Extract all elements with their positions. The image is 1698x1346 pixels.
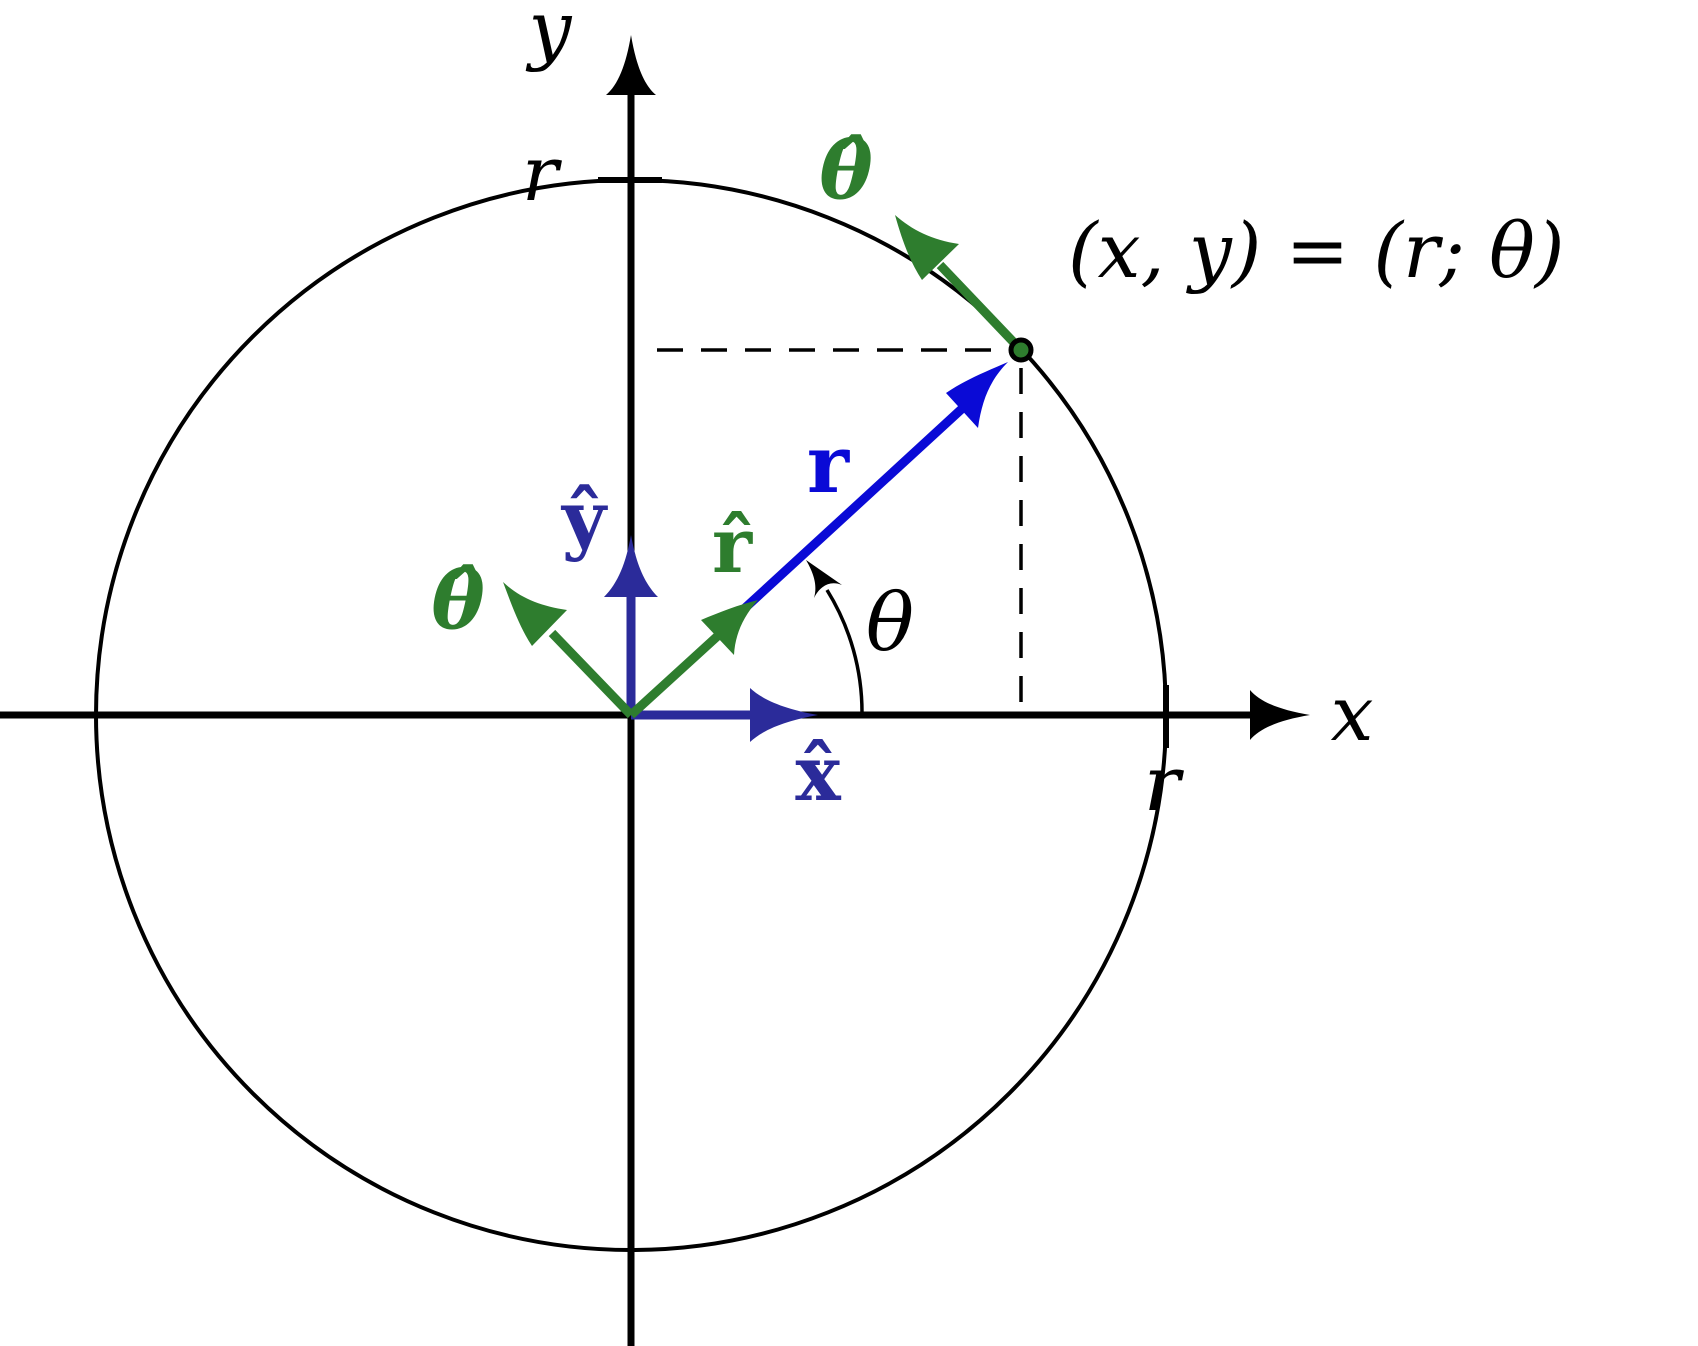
r-vector-arrowhead xyxy=(946,362,1008,428)
y-hat-arrowhead xyxy=(604,535,658,597)
x-axis-arrowhead xyxy=(1250,690,1310,740)
y-axis-arrowhead xyxy=(606,35,656,95)
angle-arc xyxy=(825,589,864,716)
r-tick-label-y: r xyxy=(522,129,563,218)
angle-label: θ xyxy=(866,576,914,669)
theta-hat-point-label: θ̂ xyxy=(819,123,873,217)
theta-hat-point-arrowhead xyxy=(895,215,959,280)
theta-hat-point-vector xyxy=(936,261,1025,354)
x-hat-arrowhead xyxy=(750,688,818,742)
x-hat-label: x̂ xyxy=(795,729,841,818)
theta-hat-origin-label: θ̂ xyxy=(431,553,485,647)
angle-arc-arrowhead xyxy=(806,560,842,598)
y-axis-label: y xyxy=(526,0,573,73)
point-marker xyxy=(1008,337,1034,363)
x-axis-label: x xyxy=(1331,669,1374,758)
r-hat-vector xyxy=(627,628,726,719)
r-hat-arrowhead xyxy=(701,600,758,655)
r-tick-label-x: r xyxy=(1144,739,1185,828)
theta-hat-origin-arrowhead xyxy=(503,582,567,646)
r-vector-label: r xyxy=(807,417,850,511)
y-hat-label: ŷ xyxy=(561,474,608,563)
r-vector xyxy=(741,401,970,612)
theta-hat-origin-vector xyxy=(548,629,635,719)
point-coordinates-label: (x, y) = (r; θ) xyxy=(1068,206,1565,295)
r-hat-label: r̂ xyxy=(712,501,753,590)
